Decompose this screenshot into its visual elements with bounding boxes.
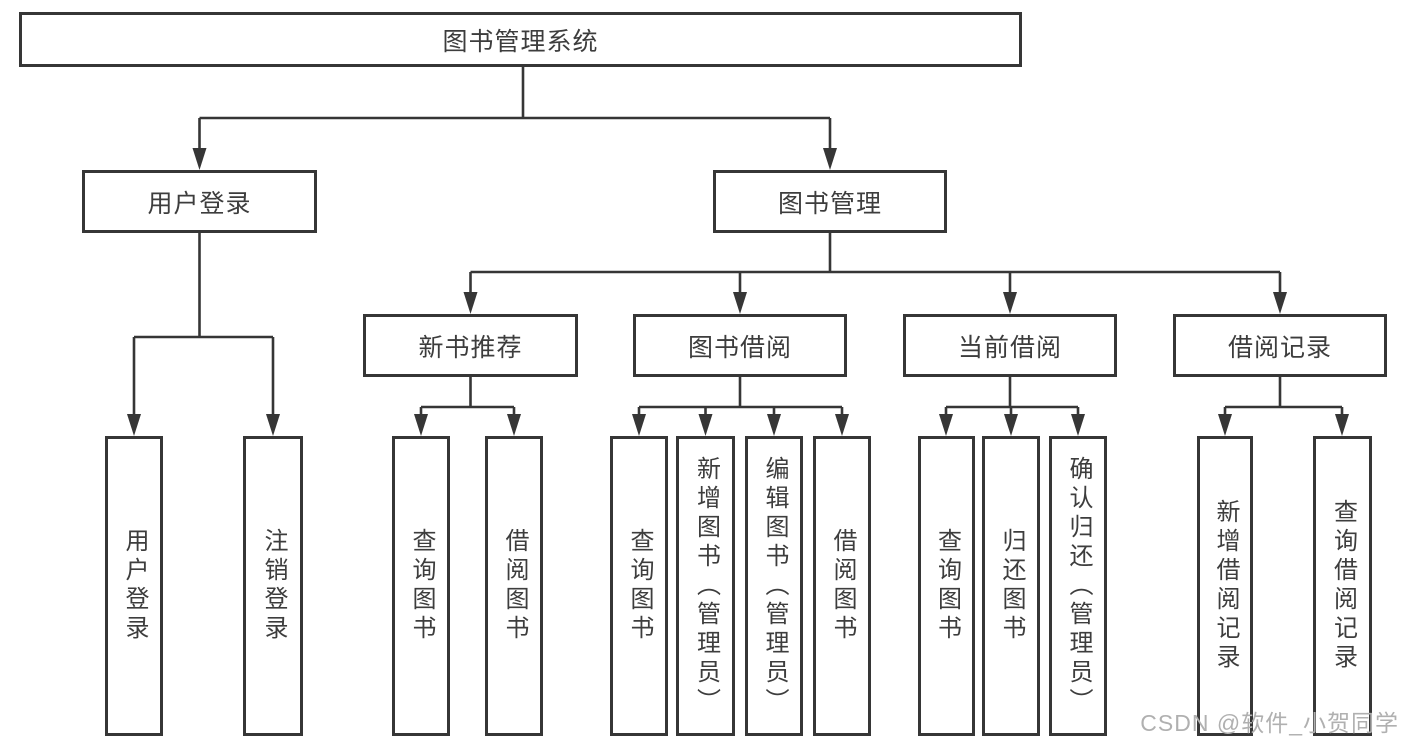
node-new-book-recommend-label: 新书推荐 [418, 333, 523, 362]
leaf-user-login: 用户登录 [105, 436, 163, 736]
leaf-borrow-books: 借阅图书 [813, 436, 871, 736]
node-current-borrowing: 当前借阅 [903, 314, 1117, 377]
leaf-query-books-recommend: 查询图书 [392, 436, 450, 736]
leaf-query-borrow-record: 查询借阅记录 [1313, 436, 1372, 736]
leaf-return-books: 归还图书 [982, 436, 1040, 736]
leaf-confirm-return-admin: 确认归还（管理员） [1049, 436, 1107, 736]
leaf-add-borrow-record: 新增借阅记录 [1197, 436, 1253, 736]
node-borrowing-records: 借阅记录 [1173, 314, 1387, 377]
leaf-add-books-admin: 新增图书（管理员） [676, 436, 735, 736]
node-root-label: 图书管理系统 [442, 27, 599, 56]
node-borrowing-records-label: 借阅记录 [1227, 333, 1332, 362]
node-current-borrowing-label: 当前借阅 [957, 333, 1062, 362]
leaf-logout: 注销登录 [243, 436, 303, 736]
csdn-watermark: CSDN @软件_小贺同学 [1140, 710, 1399, 736]
node-user-login-label: 用户登录 [147, 189, 252, 218]
node-book-management: 图书管理 [713, 170, 947, 233]
node-new-book-recommend: 新书推荐 [363, 314, 578, 377]
node-root: 图书管理系统 [19, 12, 1022, 67]
leaf-query-books-borrowing: 查询图书 [610, 436, 668, 736]
node-book-borrowing: 图书借阅 [633, 314, 847, 377]
node-user-login: 用户登录 [82, 170, 317, 233]
node-book-borrowing-label: 图书借阅 [687, 333, 792, 362]
leaf-edit-books-admin: 编辑图书（管理员） [745, 436, 803, 736]
leaf-borrow-books-recommend: 借阅图书 [485, 436, 543, 736]
node-book-management-label: 图书管理 [777, 189, 882, 218]
leaf-query-books-current: 查询图书 [918, 436, 975, 736]
